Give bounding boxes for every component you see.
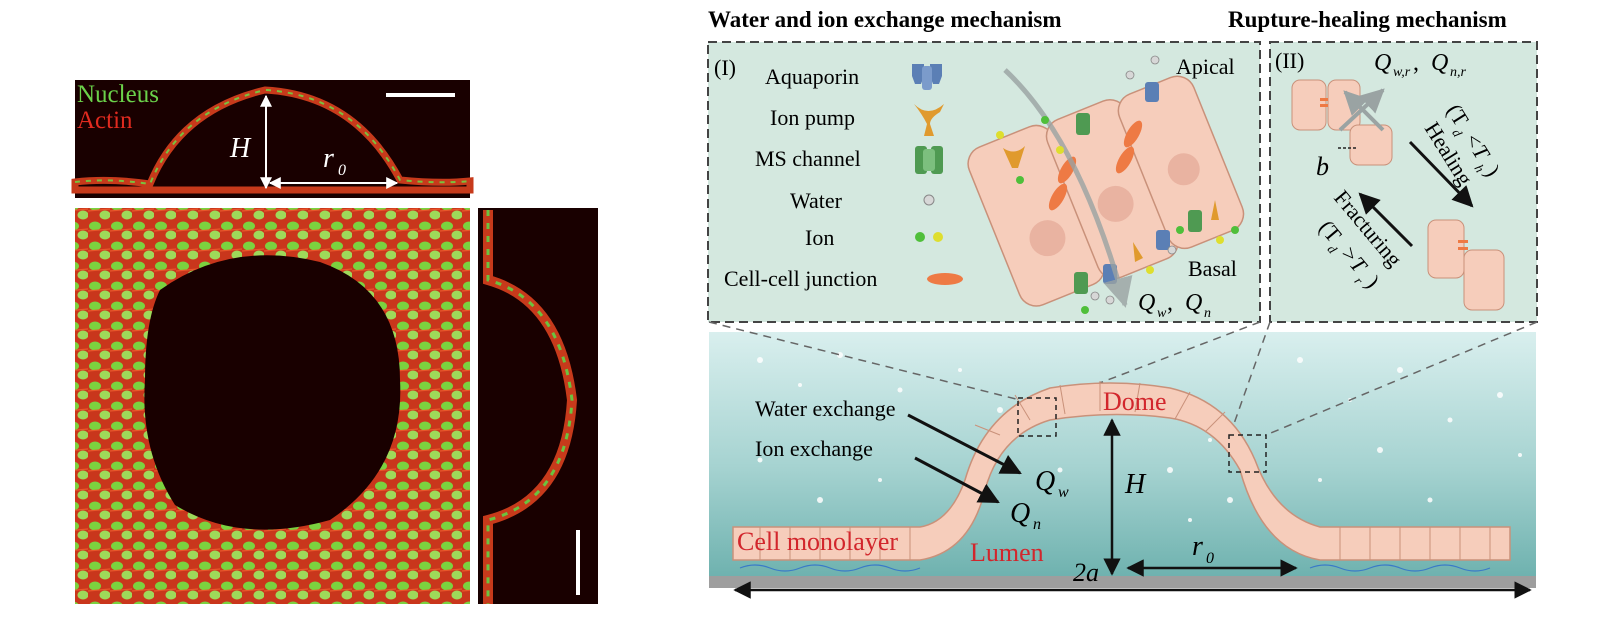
radius-label: r — [323, 143, 334, 174]
panel-I-qn: Q — [1185, 290, 1202, 316]
dome-qw: Q — [1035, 466, 1055, 497]
cell-cluster — [967, 55, 1245, 314]
width-label: 2a — [1073, 558, 1099, 587]
healing-arrow — [1408, 140, 1474, 208]
legend-ion-pump-label: Ion pump — [770, 105, 855, 130]
aquaporin-icon — [912, 64, 942, 90]
ruptured-cells — [1291, 79, 1393, 166]
ion-exchange-label: Ion exchange — [755, 436, 873, 461]
panel-II-q2: Q — [1431, 50, 1448, 76]
dome-qn: Q — [1010, 498, 1030, 529]
height-label: H — [229, 133, 252, 164]
water-exchange-label: Water exchange — [755, 396, 896, 421]
apical-label: Apical — [1176, 54, 1235, 79]
nucleus-label: Nucleus — [77, 81, 159, 108]
panel-I-qn-sub: n — [1204, 306, 1211, 321]
panel-II-sep: , — [1413, 50, 1419, 76]
ion-pump-icon — [914, 104, 944, 136]
dome-qn-sub: n — [1033, 516, 1041, 533]
dome-schematic: Dome Water exchange Ion exchange Q w Q n… — [708, 321, 1538, 599]
healed-cells — [1427, 219, 1505, 311]
ms-channel-icon — [915, 146, 943, 174]
dome-radius-sub: 0 — [1206, 550, 1214, 567]
legend-water-label: Water — [790, 188, 843, 213]
dome-qw-sub: w — [1058, 484, 1069, 501]
legend: Aquaporin Ion pump MS channel Water Ion … — [724, 64, 963, 291]
water-dot-icon — [923, 194, 935, 206]
legend-aquaporin-label: Aquaporin — [765, 64, 859, 89]
microscopy-main-section — [75, 208, 598, 604]
panel-II-tag: (II) — [1275, 48, 1304, 73]
dome-height-label: H — [1124, 469, 1147, 500]
radius-subscript: 0 — [338, 162, 346, 179]
panel-I-flux-sep: , — [1167, 290, 1173, 316]
ion-dots-icon — [915, 232, 943, 242]
water-exchange-arrow — [907, 413, 1022, 475]
actin-label: Actin — [77, 107, 133, 134]
panel-II-q1-sub: w,r — [1393, 65, 1411, 80]
junction-icon — [927, 273, 963, 285]
panel-II-q2-sub: n,r — [1450, 65, 1467, 80]
ion-exchange-arrow — [914, 456, 1000, 504]
dome-label: Dome — [1103, 387, 1167, 416]
lumen-label: Lumen — [970, 538, 1044, 567]
legend-ms-channel-label: MS channel — [755, 146, 861, 171]
panel-II-q1: Q — [1374, 50, 1391, 76]
legend-ion-label: Ion — [805, 225, 834, 250]
basal-label: Basal — [1188, 256, 1237, 281]
gap-label: b — [1316, 152, 1329, 181]
dome-radius-label: r — [1192, 531, 1203, 562]
section-title-left: Water and ion exchange mechanism — [708, 7, 1062, 32]
fracturing-arrow — [1358, 192, 1414, 248]
section-title-right: Rupture-healing mechanism — [1228, 7, 1507, 32]
legend-junction-label: Cell-cell junction — [724, 266, 877, 291]
panel-I-tag: (I) — [714, 55, 736, 80]
microscopy-top-section: Nucleus Actin H r 0 — [71, 80, 474, 198]
panel-I: (I) Apical Basal Aquaporin Ion pump MS c… — [707, 41, 1261, 323]
panel-II: (II) Q w,r , Q n,r b (T — [1269, 41, 1538, 323]
monolayer-label: Cell monolayer — [737, 527, 898, 556]
panel-I-qw-sub: w — [1157, 306, 1167, 321]
panel-I-qw: Q — [1138, 290, 1155, 316]
